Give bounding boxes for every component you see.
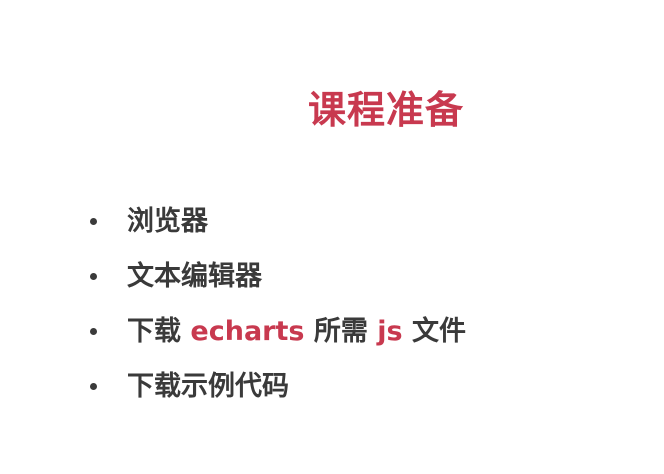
bullet-dot-icon [90, 273, 97, 280]
bullet-item-download-examples: 下载示例代码 [84, 359, 466, 414]
bullet-text-part: 下载 [127, 315, 191, 347]
highlight-js: js [377, 315, 403, 347]
bullet-item-browser: 浏览器 [84, 194, 466, 249]
bullet-text: 下载 echarts 所需 js 文件 [127, 314, 466, 350]
bullet-text: 下载示例代码 [127, 370, 289, 402]
bullet-text: 浏览器 [127, 205, 208, 237]
bullet-item-download-js: 下载 echarts 所需 js 文件 [84, 304, 466, 359]
bullet-text-part: 文件 [402, 315, 467, 347]
bullet-text: 文本编辑器 [127, 260, 262, 292]
bullet-list: 浏览器 文本编辑器 下载 echarts 所需 js 文件 下载示例代码 [84, 194, 466, 414]
bullet-dot-icon [90, 383, 97, 390]
bullet-text-part: 所需 [304, 315, 378, 347]
slide-title: 课程准备 [308, 88, 465, 132]
bullet-dot-icon [90, 328, 97, 335]
bullet-dot-icon [90, 218, 97, 225]
highlight-echarts: echarts [190, 315, 305, 347]
bullet-item-text-editor: 文本编辑器 [84, 249, 466, 304]
